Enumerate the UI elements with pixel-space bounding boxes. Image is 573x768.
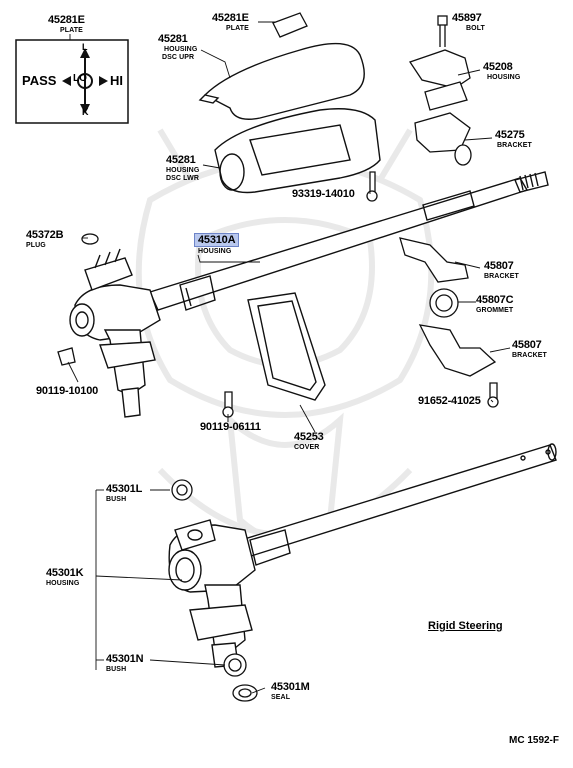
- plate-top-letter: L: [82, 42, 88, 52]
- small-parts: [57, 12, 499, 702]
- label-91652-41025: 91652-41025: [418, 395, 481, 407]
- dsc-lower-housing: [214, 108, 381, 194]
- label-45301L-bush: 45301L BUSH: [106, 483, 143, 504]
- label-45372B-plug: 45372B PLUG: [26, 229, 64, 250]
- leader-lines: [67, 15, 511, 694]
- watermark-emblem: [135, 128, 435, 543]
- label-90119-06111: 90119-06111: [200, 421, 261, 433]
- plate-hi-text: HI: [110, 73, 123, 88]
- label-45807-bracket-upper: 45807 BRACKET: [484, 260, 519, 281]
- rigid-steering-caption: Rigid Steering: [428, 620, 503, 632]
- plate-bottom-letter: K: [82, 107, 89, 117]
- cover-gasket: [247, 292, 326, 401]
- housing-upper-assembly: [69, 248, 161, 418]
- label-45253-cover: 45253 COVER: [294, 431, 324, 452]
- label-45281E-plate-left: 45281E PLATE: [48, 14, 85, 35]
- housing-lower-assembly: [168, 519, 256, 668]
- label-45310A-housing: 45310A HOUSING: [194, 233, 240, 255]
- plate-lo-text: LO: [73, 73, 87, 84]
- label-45807C-grommet: 45807C GROMMET: [476, 294, 514, 315]
- label-45275-bracket: 45275 BRACKET: [495, 129, 532, 150]
- diagram-code: MC 1592-F: [508, 735, 559, 746]
- label-45208-housing: 45208 HOUSING: [483, 61, 521, 82]
- label-45301N-bush: 45301N BUSH: [106, 653, 144, 674]
- label-45281-housing-dsc-upr: 45281 HOUSING DSC UPR: [158, 33, 198, 62]
- highlighted-part-number: 45310A: [194, 233, 240, 247]
- label-45301M-seal: 45301M SEAL: [271, 681, 310, 702]
- label-45301K-housing: 45301K HOUSING: [46, 567, 84, 588]
- label-45281E-plate-top: 45281E PLATE: [212, 12, 249, 33]
- label-45281-housing-dsc-lwr: 45281 HOUSING DSC LWR: [166, 154, 200, 183]
- label-45807-bracket-lower: 45807 BRACKET: [512, 339, 547, 360]
- shaft-lower: [224, 443, 557, 566]
- plate-pass-text: PASS: [22, 73, 57, 88]
- dsc-upper-housing: [198, 42, 365, 120]
- label-45897-bolt: 45897 BOLT: [452, 12, 485, 33]
- label-90119-10100: 90119-10100: [36, 385, 99, 397]
- label-93319-14010: 93319-14010: [292, 188, 355, 200]
- plate-symbol: [15, 39, 129, 124]
